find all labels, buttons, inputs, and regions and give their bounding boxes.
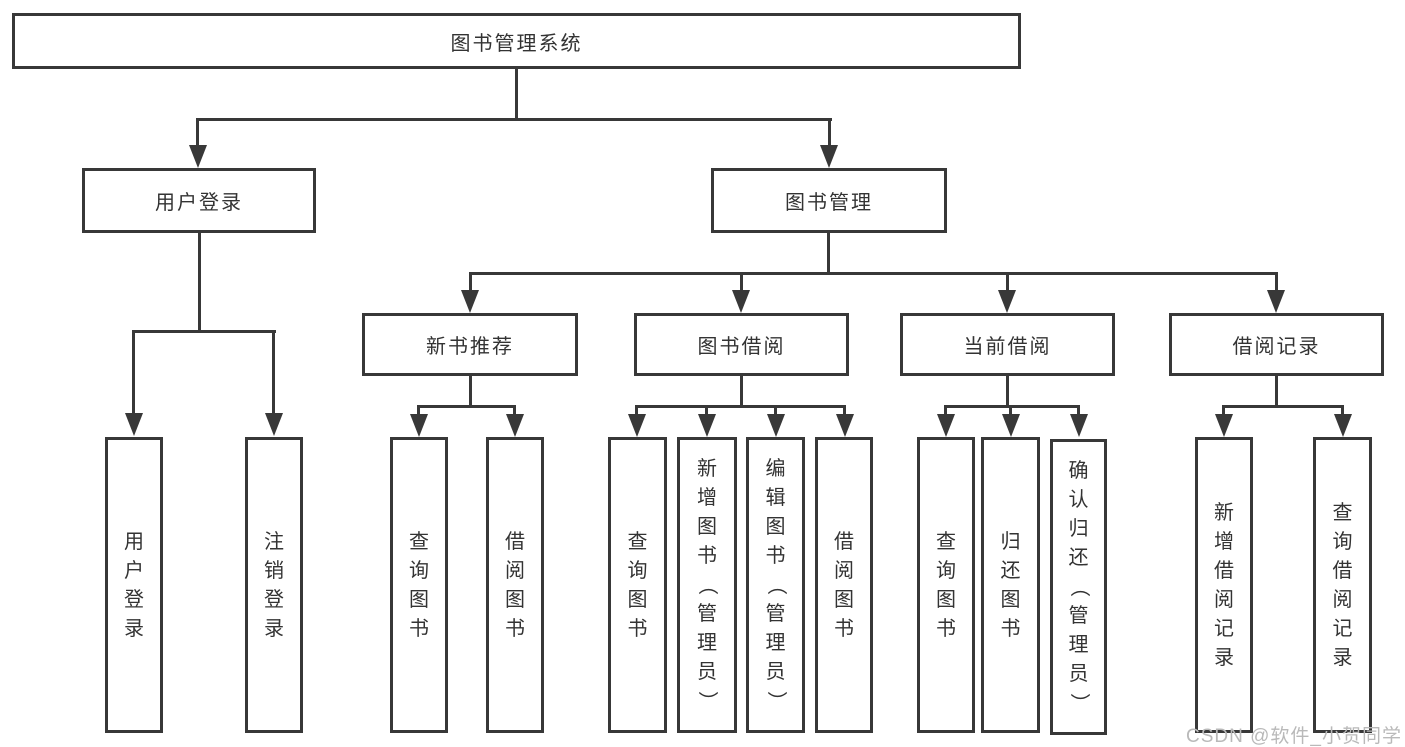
- connector-line: [774, 405, 777, 417]
- leaf-query-books: 查询图书: [390, 437, 448, 733]
- leaf-logout: 注销登录: [245, 437, 303, 733]
- connector-line: [1006, 272, 1009, 292]
- arrow-down-icon: [998, 290, 1016, 313]
- connector-line: [944, 405, 1080, 408]
- arrow-down-icon: [410, 414, 428, 437]
- connector-line: [740, 272, 743, 292]
- connector-line: [469, 272, 472, 292]
- connector-line: [1009, 405, 1012, 417]
- arrow-down-icon: [1334, 414, 1352, 437]
- arrow-down-icon: [937, 414, 955, 437]
- arrow-down-icon: [1267, 290, 1285, 313]
- node-label: 图书管理系统: [450, 32, 583, 55]
- connector-line: [1275, 272, 1278, 292]
- connector-line: [196, 118, 832, 121]
- leaf-add-books-admin: 新增图书（管理员）: [677, 437, 737, 733]
- connector-line: [469, 272, 1278, 275]
- arrow-down-icon: [506, 414, 524, 437]
- leaf-confirm-return-admin: 确认归还（管理员）: [1050, 439, 1107, 735]
- connector-line: [1222, 405, 1225, 417]
- connector-line: [417, 405, 516, 408]
- connector-line: [513, 405, 516, 417]
- connector-line: [1222, 405, 1344, 408]
- connector-line: [740, 375, 743, 407]
- arrow-down-icon: [1215, 414, 1233, 437]
- node-label: 借阅记录: [1232, 336, 1321, 358]
- leaf-query-books: 查询图书: [917, 437, 975, 733]
- node-new-book-recommend: 新书推荐: [362, 313, 578, 376]
- arrow-down-icon: [461, 290, 479, 313]
- arrow-down-icon: [767, 414, 785, 437]
- arrow-down-icon: [628, 414, 646, 437]
- connector-line: [417, 405, 420, 417]
- connector-line: [515, 68, 518, 119]
- connector-line: [469, 375, 472, 407]
- arrow-down-icon: [265, 413, 283, 436]
- connector-line: [132, 330, 276, 333]
- arrow-down-icon: [836, 414, 854, 437]
- node-label: 用户登录: [155, 192, 243, 214]
- leaf-user-login: 用户登录: [105, 437, 163, 733]
- node-book-borrow: 图书借阅: [634, 313, 849, 376]
- connector-line: [705, 405, 708, 417]
- connector-line: [944, 405, 947, 417]
- connector-line: [1341, 405, 1344, 417]
- arrow-down-icon: [125, 413, 143, 436]
- connector-line: [196, 118, 199, 146]
- leaf-edit-books-admin: 编辑图书（管理员）: [746, 437, 805, 733]
- node-label: 新书推荐: [426, 336, 514, 358]
- connector-line: [843, 405, 846, 417]
- node-borrow-records: 借阅记录: [1169, 313, 1384, 376]
- leaf-query-books: 查询图书: [608, 437, 667, 733]
- node-label: 图书借阅: [697, 336, 786, 358]
- arrow-down-icon: [1002, 414, 1020, 437]
- connector-line: [827, 232, 830, 274]
- node-user-login: 用户登录: [82, 168, 316, 233]
- arrow-down-icon: [732, 290, 750, 313]
- connector-line: [1006, 375, 1009, 407]
- node-label: 当前借阅: [963, 336, 1052, 358]
- connector-line: [1077, 405, 1080, 417]
- leaf-query-borrow-record: 查询借阅记录: [1313, 437, 1372, 733]
- node-label: 图书管理: [785, 192, 873, 214]
- node-book-management: 图书管理: [711, 168, 947, 233]
- connector-line: [272, 330, 275, 415]
- connector-line: [635, 405, 638, 417]
- connector-line: [198, 232, 201, 331]
- arrow-down-icon: [698, 414, 716, 437]
- connector-line: [132, 330, 135, 415]
- csdn-watermark: CSDN @软件_小贺同学: [1186, 726, 1402, 747]
- arrow-down-icon: [189, 145, 207, 168]
- leaf-borrow-books: 借阅图书: [815, 437, 873, 733]
- arrow-down-icon: [820, 145, 838, 168]
- connector-line: [635, 405, 846, 408]
- connector-line: [1275, 375, 1278, 407]
- arrow-down-icon: [1070, 414, 1088, 437]
- node-current-borrow: 当前借阅: [900, 313, 1115, 376]
- leaf-return-books: 归还图书: [981, 437, 1040, 733]
- leaf-borrow-books: 借阅图书: [486, 437, 544, 733]
- connector-line: [828, 118, 831, 146]
- node-library-management-system: 图书管理系统: [12, 13, 1021, 69]
- leaf-add-borrow-record: 新增借阅记录: [1195, 437, 1253, 733]
